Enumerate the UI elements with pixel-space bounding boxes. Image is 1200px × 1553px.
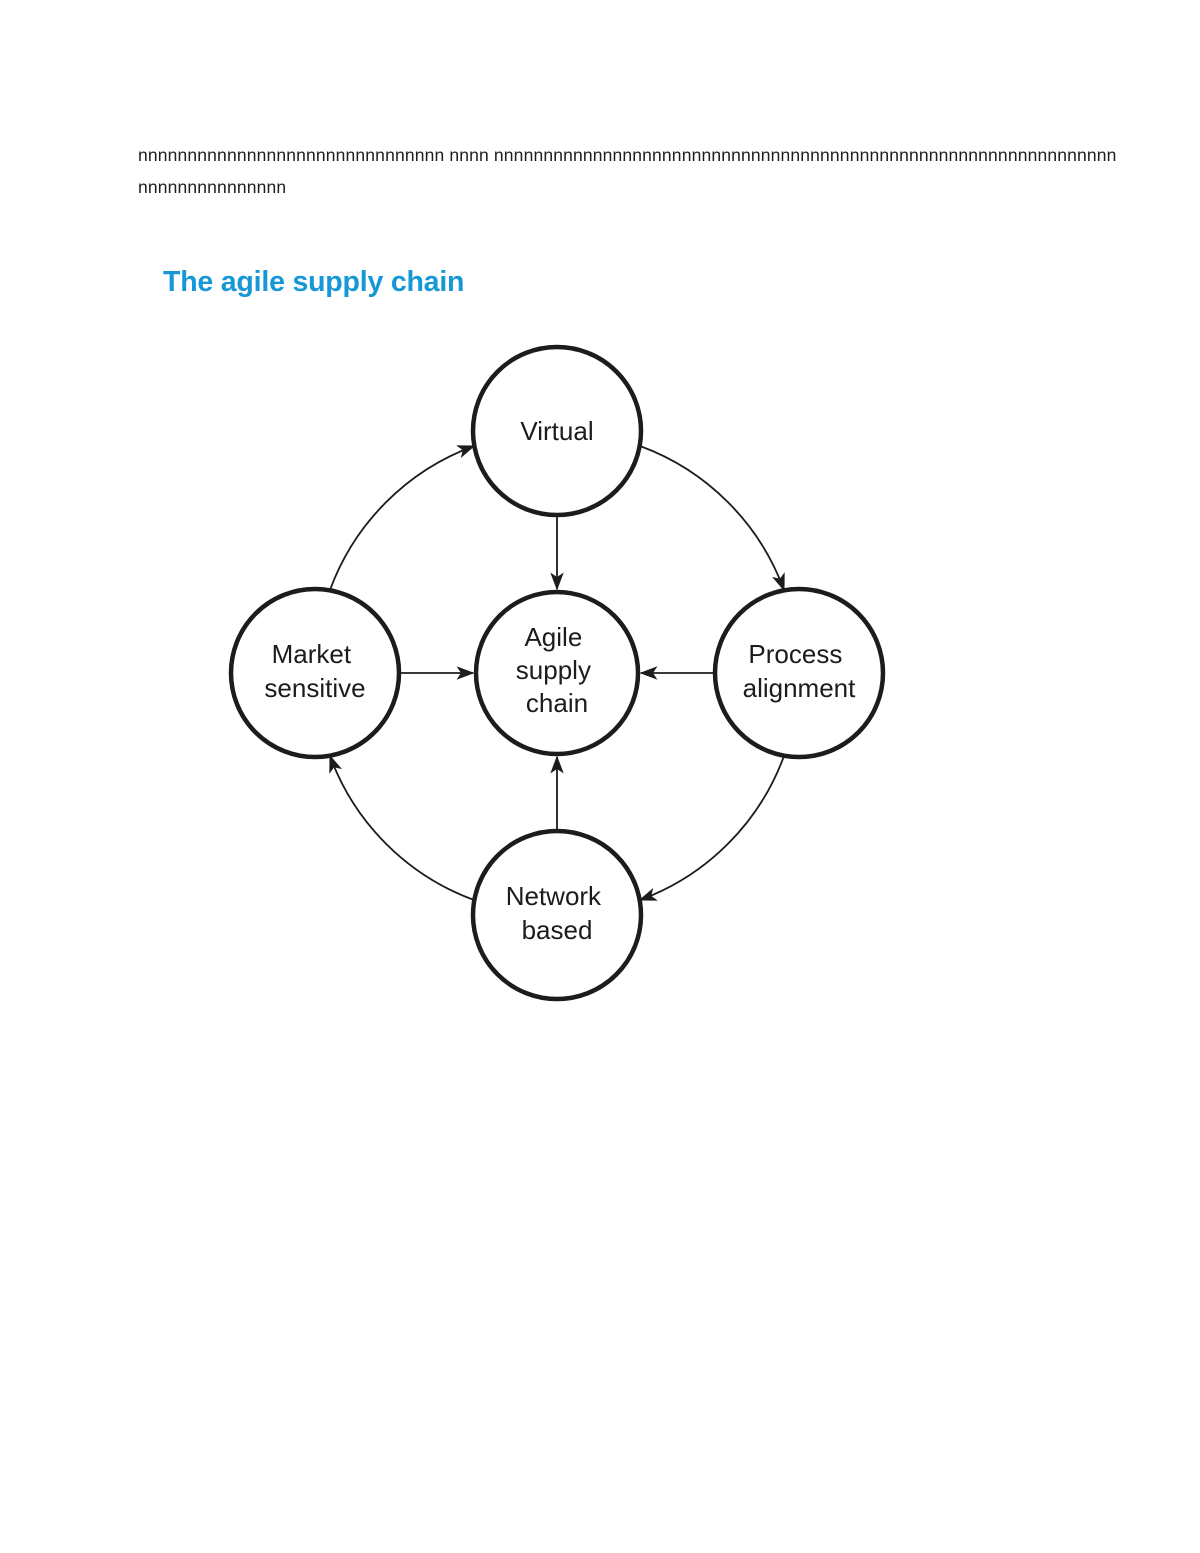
node-agile-supply-chain: Agile supply chain: [473, 589, 641, 757]
edge-virtual-to-process: [639, 445, 785, 592]
node-agile-supply-chain-label: Agile supply chain: [516, 622, 598, 718]
figure-title: The agile supply chain: [163, 266, 465, 298]
placeholder-paragraph: nnnnnnnnnnnnnnnnnnnnnnnnnnnnnnn nnnn nnn…: [138, 139, 1117, 203]
node-market-sensitive-circle: [228, 586, 402, 760]
paragraph-line-2: nnnnnnnnnnnnnnn: [138, 177, 287, 197]
edge-market-to-virtual: [329, 445, 476, 591]
node-virtual: Virtual: [470, 344, 644, 518]
edge-network-to-market: [329, 754, 475, 901]
node-network-based-circle: [470, 828, 644, 1002]
node-process-alignment-label: Process alignment: [743, 639, 857, 703]
paragraph-line-1: nnnnnnnnnnnnnnnnnnnnnnnnnnnnnnn nnnn nnn…: [138, 145, 1117, 165]
node-market-sensitive-label: Market sensitive: [264, 639, 365, 703]
node-process-alignment: Process alignment: [712, 586, 886, 760]
node-network-based: Network based: [470, 828, 644, 1002]
node-process-alignment-circle: [712, 586, 886, 760]
node-network-based-label: Network based: [506, 881, 609, 945]
node-agile-supply-chain-circle: [473, 589, 641, 757]
node-virtual-label: Virtual: [520, 416, 593, 446]
edge-process-to-network: [638, 755, 785, 901]
node-virtual-circle: [470, 344, 644, 518]
node-market-sensitive: Market sensitive: [228, 586, 402, 760]
